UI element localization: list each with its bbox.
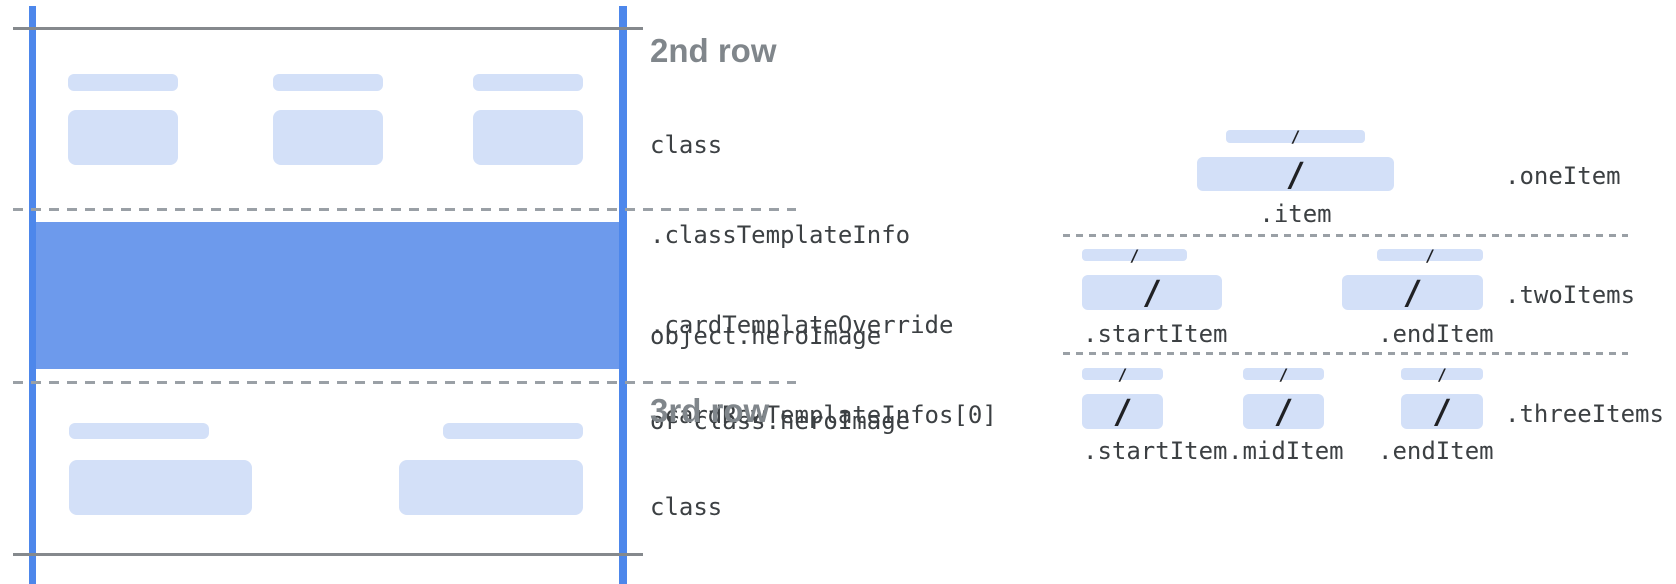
three-items-end-label: .endItem xyxy=(1378,437,1494,465)
hero-divider-dashed-line xyxy=(13,381,796,384)
three-items-start-label: .startItem xyxy=(1083,437,1228,465)
code-line: object.heroImage xyxy=(650,322,882,350)
two-items-start-label: .startItem xyxy=(1083,320,1228,348)
slash-icon: / xyxy=(1437,364,1447,384)
item-value-bar: / xyxy=(1082,392,1163,431)
code-line: .classTemplateInfo xyxy=(650,580,997,584)
field-value-placeholder xyxy=(273,110,383,165)
field-label-placeholder xyxy=(473,74,583,91)
item-value-bar: / xyxy=(1342,273,1483,312)
three-items-mid-label: .midItem xyxy=(1228,437,1344,465)
item-value-bar: / xyxy=(1197,154,1394,194)
row2-divider-dashed-line xyxy=(13,208,796,211)
card-top-boundary-line xyxy=(13,27,643,30)
field-label-placeholder xyxy=(273,74,383,91)
field-label-placeholder xyxy=(69,423,209,439)
three-items-group-label: .threeItems xyxy=(1505,400,1664,428)
field-label-placeholder xyxy=(68,74,178,91)
field-value-placeholder xyxy=(399,460,583,515)
panel-divider-dashed-line xyxy=(1063,234,1628,237)
item-value-bar: / xyxy=(1243,392,1324,431)
slash-icon: / xyxy=(1285,154,1306,194)
panel-divider-dashed-line xyxy=(1063,352,1628,355)
item-value-bar: / xyxy=(1082,273,1222,312)
two-items-end-label: .endItem xyxy=(1378,320,1494,348)
row2-heading: 2nd row xyxy=(650,32,777,69)
one-item-slot-label: .item xyxy=(1259,200,1332,228)
slash-icon: / xyxy=(1142,273,1162,312)
hero-code-block: object.heroImage or class.heroImage xyxy=(650,266,910,492)
code-line: or class.heroImage xyxy=(650,407,911,435)
one-item-group-label: .oneItem xyxy=(1505,162,1621,190)
slash-icon: / xyxy=(1432,392,1452,431)
field-label-placeholder xyxy=(443,423,583,439)
code-line: class xyxy=(650,493,723,521)
slash-icon: / xyxy=(1117,364,1128,384)
two-items-group-label: .twoItems xyxy=(1505,281,1636,309)
card-right-edge-line xyxy=(619,6,627,584)
slash-icon: / xyxy=(1290,127,1301,146)
code-line: .cardRowTemplateInfos[0] xyxy=(650,401,997,429)
slash-icon: / xyxy=(1129,245,1140,265)
row3-code-block: class .classTemplateInfo .cardTemplateOv… xyxy=(650,434,997,584)
field-value-placeholder xyxy=(473,110,583,165)
field-value-placeholder xyxy=(68,110,178,165)
card-left-edge-line xyxy=(29,6,36,584)
item-label-bar: / xyxy=(1082,246,1187,265)
item-label-bar: / xyxy=(1377,246,1483,265)
item-label-bar: / xyxy=(1082,365,1163,384)
item-value-bar: / xyxy=(1401,392,1483,431)
code-line: .cardTemplateOverride xyxy=(650,311,954,339)
card-bottom-boundary-line xyxy=(13,553,643,556)
hero-image-placeholder xyxy=(36,222,619,369)
slash-icon: / xyxy=(1425,245,1435,265)
code-line: class xyxy=(650,131,723,159)
slash-icon: / xyxy=(1273,392,1294,431)
slash-icon: / xyxy=(1278,364,1289,384)
item-label-bar: / xyxy=(1243,365,1324,384)
field-value-placeholder xyxy=(69,460,252,515)
code-line: .classTemplateInfo xyxy=(650,221,911,249)
item-label-bar: / xyxy=(1226,127,1365,146)
slash-icon: / xyxy=(1402,273,1423,312)
slash-icon: / xyxy=(1112,392,1133,431)
row2-code-block: class .classTemplateInfo .cardTemplateOv… xyxy=(650,72,997,488)
item-label-bar: / xyxy=(1401,365,1483,384)
row3-heading: 3rd row xyxy=(650,392,770,429)
